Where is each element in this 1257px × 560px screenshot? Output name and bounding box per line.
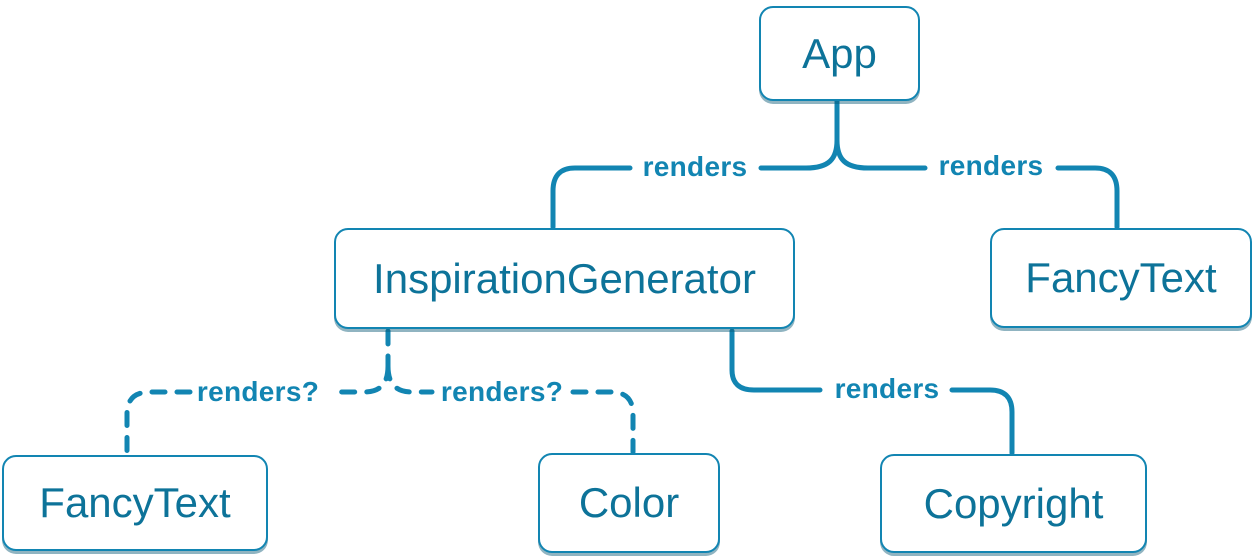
node-color-label: Color [578,479,680,526]
edge-app-fancytext [834,137,1120,230]
edge-label-inspirationgenerator-copyright: renders [830,375,944,403]
node-app-label: App [802,29,877,77]
node-inspiration-generator-label: InspirationGenerator [373,254,756,302]
edge-label-app-inspirationgenerator: renders [638,153,752,181]
node-color: Color [538,453,720,553]
node-fancy-text-right-label: FancyText [1025,254,1217,301]
node-copyright-label: Copyright [923,479,1104,527]
edge-label-inspirationgenerator-fancytext: renders? [192,378,324,406]
edge-inspirationgenerator-color [385,363,636,455]
edge-inspirationgenerator-copyright [729,328,1015,456]
node-copyright: Copyright [880,454,1147,553]
edge-label-app-fancytext: renders [934,152,1048,180]
node-fancy-text-left-label: FancyText [39,479,231,526]
node-app: App [759,6,920,101]
node-fancy-text-right: FancyText [990,228,1252,328]
node-fancy-text-left: FancyText [2,455,268,551]
node-inspiration-generator: InspirationGenerator [334,228,795,329]
edge-label-inspirationgenerator-color: renders? [436,378,568,406]
